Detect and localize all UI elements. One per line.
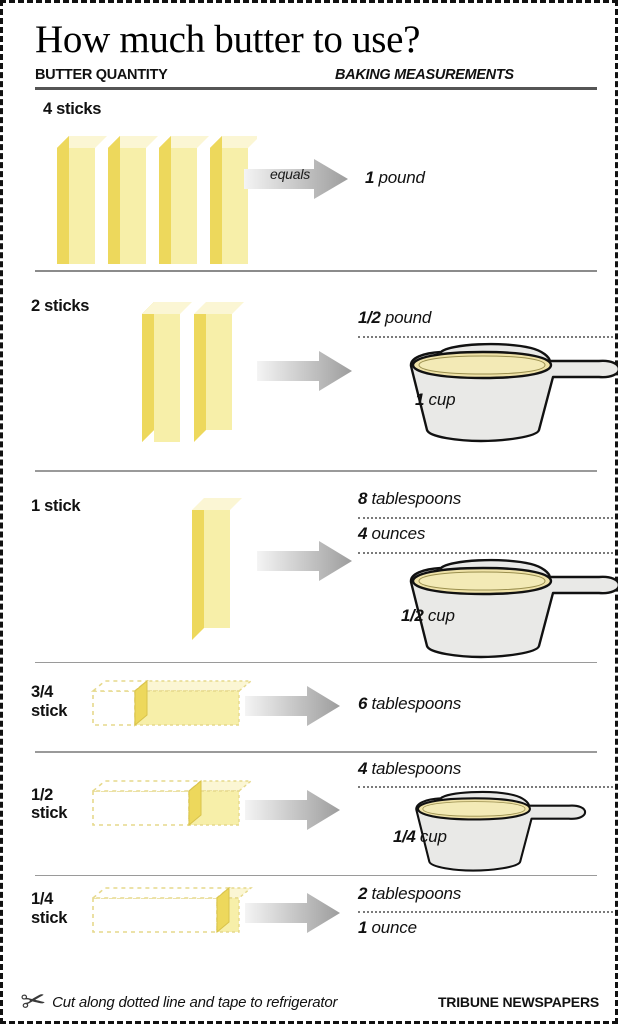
- equals-arrow: equals: [244, 158, 349, 200]
- measuring-cup: 1/4 cup: [353, 787, 603, 873]
- section-divider: [35, 874, 597, 877]
- quantity-label: 1 stick: [31, 496, 81, 515]
- measurement-unit: tablespoons: [371, 758, 462, 778]
- measurement-unit: pound: [378, 167, 425, 187]
- column-header-baking-measurements: BAKING MEASUREMENTS: [335, 66, 514, 83]
- flow-arrow: [245, 789, 341, 831]
- table-row: 3/4 stick: [17, 663, 601, 751]
- measurement-unit: tablespoons: [371, 884, 462, 904]
- measurement-value: 8: [358, 488, 368, 508]
- measurement-label: 1 ounce: [358, 918, 417, 938]
- section-divider: [35, 269, 597, 273]
- butter-sticks-svg: [142, 302, 244, 443]
- measurement-label: 6 tablespoons: [358, 694, 461, 714]
- measurement-unit: ounces: [371, 523, 426, 543]
- measurement-value: 4: [358, 758, 368, 778]
- table-row: 1/2 stick: [17, 753, 613, 875]
- measurement-dot-rule: [358, 336, 613, 339]
- cup-label: 1/2 cup: [401, 606, 455, 626]
- flow-arrow: [245, 892, 341, 934]
- flow-arrow: [257, 350, 353, 392]
- section-divider: [35, 751, 597, 753]
- quantity-label: 2 sticks: [31, 297, 90, 316]
- measurement-unit: tablespoons: [371, 694, 462, 714]
- cut-instruction: Cut along dotted line and tape to refrig…: [52, 993, 338, 1011]
- quantity-label: 1/2 stick: [31, 785, 68, 823]
- table-row: 2 sticks: [17, 272, 618, 470]
- measurement-label: 4 tablespoons: [358, 759, 461, 779]
- header-rule: [35, 86, 597, 90]
- page-inner: How much butter to use? BUTTER QUANTITY …: [3, 3, 618, 1021]
- measurement-value: 2: [358, 884, 368, 904]
- butter-sticks-svg: [57, 135, 260, 264]
- measurement-label: 8 tablespoons: [358, 489, 461, 509]
- table-row: 4 sticks: [17, 90, 601, 270]
- butter-sticks-svg: [192, 497, 242, 640]
- cup-label: 1 cup: [415, 390, 456, 410]
- cup-value: 1: [415, 390, 425, 410]
- section-divider: [35, 661, 597, 664]
- butter-stick-svg: [90, 779, 253, 827]
- butter-sticks-group: [142, 296, 252, 446]
- measurement-unit: ounce: [371, 918, 418, 938]
- measuring-cup: 1 cup: [353, 338, 618, 444]
- butter-stick-svg: [90, 679, 253, 728]
- measurement-dot-rule: [358, 551, 613, 554]
- measuring-cup: 1/2 cup: [353, 554, 618, 660]
- cup-value: 1/2: [401, 605, 424, 625]
- cup-unit: cup: [428, 390, 456, 410]
- measurement-label: 4 ounces: [358, 524, 425, 544]
- measurement-label: 1 pound: [365, 168, 425, 188]
- quantity-label: 4 sticks: [43, 99, 102, 118]
- footer: ✂ Cut along dotted line and tape to refr…: [17, 983, 601, 1020]
- butter-stick-partial: [90, 677, 271, 744]
- measurement-dot-rule: [358, 911, 613, 914]
- cup-value: 1/4: [393, 826, 416, 846]
- butter-stick-partial: [90, 884, 271, 951]
- quantity-label: 3/4 stick: [31, 683, 68, 720]
- column-headers: BUTTER QUANTITY BAKING MEASUREMENTS: [17, 67, 601, 83]
- measurement-label: 2 tablespoons: [358, 884, 461, 904]
- measurement-value: 1: [365, 167, 375, 187]
- measurement-value: 1/2: [358, 308, 381, 328]
- table-row: 1/4 stick: [17, 876, 613, 952]
- page-title: How much butter to use?: [35, 18, 421, 61]
- measurement-label: 1/2 pound: [358, 308, 431, 328]
- credit-label: TRIBUNE NEWSPAPERS: [437, 994, 599, 1010]
- scissors-icon: ✂: [18, 983, 49, 1020]
- quantity-label: 1/4 stick: [31, 890, 68, 927]
- table-row: 1 stick 8 tablespoons: [17, 472, 618, 662]
- flow-arrow: [257, 540, 353, 582]
- cup-label: 1/4 cup: [393, 827, 447, 847]
- butter-sticks-group: [57, 130, 260, 265]
- flow-arrow: [245, 685, 341, 727]
- measurement-unit: tablespoons: [371, 488, 462, 508]
- measurement-value: 4: [358, 523, 368, 543]
- column-header-butter-quantity: BUTTER QUANTITY: [35, 66, 168, 83]
- butter-stick-partial: [90, 777, 271, 844]
- section-divider: [35, 470, 597, 472]
- measurement-unit: pound: [384, 308, 432, 328]
- cup-unit: cup: [419, 826, 447, 846]
- measurement-value: 1: [358, 918, 368, 938]
- measurement-dot-rule: [358, 516, 613, 519]
- butter-sticks-group: [192, 492, 254, 644]
- butter-stick-svg: [90, 887, 253, 934]
- arrow-label: equals: [270, 165, 311, 182]
- measurement-value: 6: [358, 694, 368, 714]
- measurement-dot-rule: [358, 785, 613, 788]
- cup-unit: cup: [427, 605, 455, 625]
